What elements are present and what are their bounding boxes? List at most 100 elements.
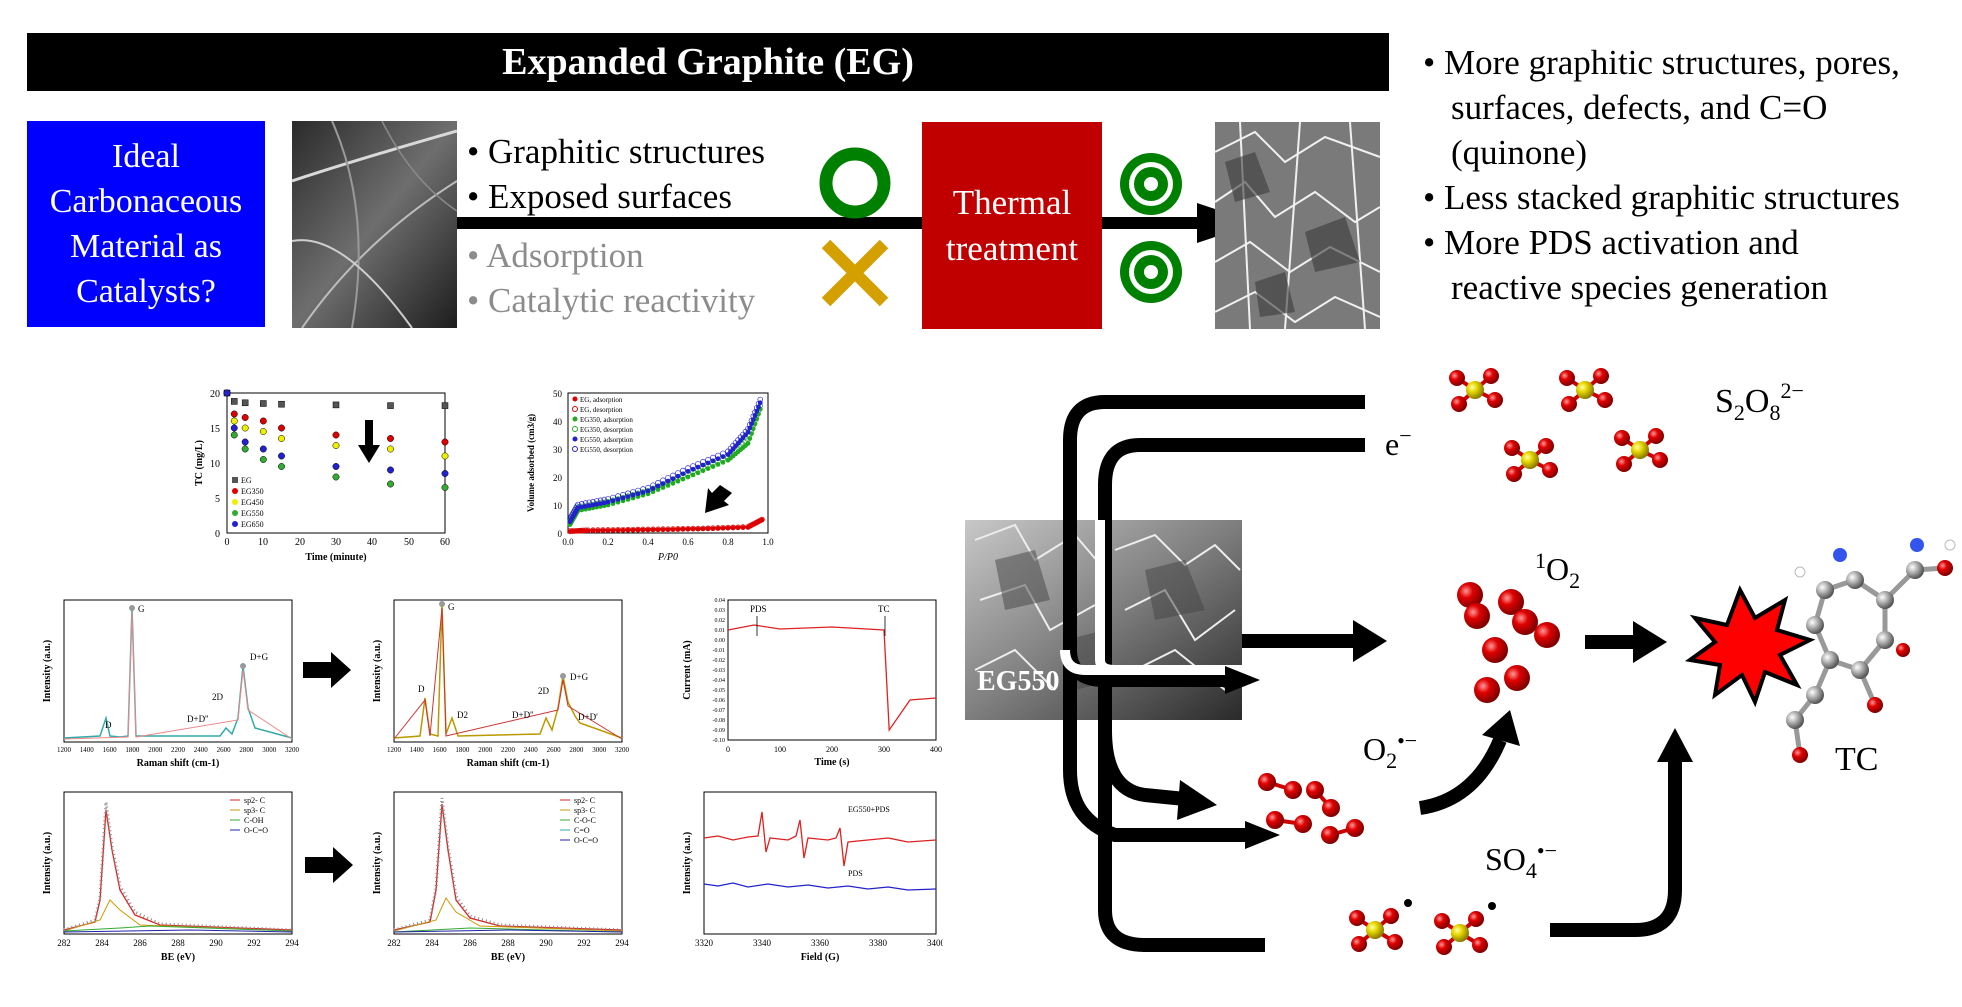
singlet-oxygen-label: 1O2	[1535, 548, 1580, 593]
current-time-chart: PDS TC 0.040.030.020.010.00-0.01-0.02-0.…	[682, 598, 942, 768]
tick-label: 0.4	[642, 537, 654, 547]
data-point	[241, 414, 249, 421]
data-point	[710, 526, 716, 532]
superoxide-molecules	[1258, 773, 1364, 844]
tick-label: 20	[295, 537, 305, 548]
data-point	[630, 527, 636, 533]
question-box: Ideal Carbonaceous Material as Catalysts…	[27, 121, 265, 327]
data-point	[610, 494, 616, 501]
data-point	[387, 445, 394, 453]
tick-label: 0.2	[602, 537, 613, 547]
tick-label: 20	[210, 389, 220, 400]
tick-label: 0	[215, 529, 220, 540]
persulfate-molecules	[1449, 368, 1668, 482]
tick-label: 2400	[524, 746, 539, 754]
y-axis-label: Intensity (a.u.)	[42, 640, 53, 703]
legend-label: EG350	[241, 487, 264, 496]
double-circle-good-icon	[1120, 241, 1182, 303]
tick-label: -0.01	[713, 648, 726, 654]
data-point	[655, 479, 661, 486]
tick-label: -0.09	[713, 728, 726, 734]
data-point	[590, 498, 596, 505]
data-point	[241, 399, 249, 407]
tick-label: 2000	[148, 746, 163, 754]
persulfate-label: S2O82−	[1715, 378, 1804, 425]
legend-label: O-C=O	[574, 836, 598, 845]
circle-good-icon	[819, 147, 891, 219]
tick-label: 286	[133, 938, 147, 948]
legend-label: sp3- C	[574, 806, 595, 815]
data-point	[278, 400, 285, 408]
x-axis-label: Time (s)	[814, 757, 849, 768]
y-axis-label: Intensity (a.u.)	[42, 832, 53, 895]
data-point	[640, 486, 646, 492]
data-point	[578, 500, 585, 507]
data-point	[387, 435, 394, 442]
legend-label: sp2- C	[244, 796, 265, 805]
legend-label: EG	[241, 476, 252, 485]
data-point	[670, 472, 676, 479]
tick-label: 0	[726, 745, 730, 754]
arrow-right-icon	[303, 652, 351, 688]
data-point	[670, 527, 676, 532]
series-label: PDS	[848, 869, 863, 878]
peak-label: D+D''	[187, 714, 209, 724]
tick-label: -0.04	[713, 678, 726, 684]
data-point	[757, 396, 764, 403]
tc-removal-chart: 20 15 10 5 0 0 10 20 30 40 50 60 Time (m…	[194, 389, 450, 563]
data-point	[241, 424, 249, 432]
data-point	[230, 431, 238, 439]
cross-bad-icon	[821, 239, 889, 307]
data-point	[278, 424, 285, 432]
data-point	[605, 496, 611, 502]
tick-label: 20	[553, 473, 563, 483]
tick-label: 2400	[194, 746, 209, 754]
bet-isotherm-chart: 50 40 30 20 10 0 0.0 0.2 0.4 0.6 0.8 1.0…	[526, 389, 774, 563]
tick-label: 282	[57, 938, 71, 948]
data-point	[705, 526, 711, 532]
tick-label: 1200	[57, 746, 72, 754]
property-item: • Graphitic structures	[467, 132, 765, 171]
tick-label: 2800	[239, 746, 254, 754]
result-item: (quinone)	[1451, 133, 1588, 172]
tc-molecule	[1786, 538, 1956, 763]
data-point	[625, 490, 631, 496]
data-point	[705, 456, 711, 463]
x-axis-label: Raman shift (cm-1)	[137, 758, 220, 769]
legend-label: C-OH	[244, 816, 264, 825]
tick-label: 10	[210, 459, 220, 470]
data-point	[710, 454, 716, 461]
tick-label: 284	[95, 938, 109, 948]
data-point	[640, 527, 646, 533]
data-point	[260, 400, 267, 407]
tick-label: -0.07	[713, 708, 726, 714]
legend-label: C-O-C	[574, 816, 596, 825]
data-point	[675, 527, 681, 532]
data-point	[680, 526, 686, 532]
data-point	[740, 525, 746, 530]
tick-label: 294	[615, 938, 629, 948]
tick-label: 1400	[80, 746, 95, 754]
result-item: • Less stacked graphitic structures	[1423, 178, 1900, 217]
data-point	[585, 528, 591, 534]
tick-label: 288	[501, 938, 515, 948]
legend-label: sp2- C	[574, 796, 595, 805]
legend-label: EG, adsorption	[580, 396, 623, 404]
question-line: Carbonaceous	[49, 183, 243, 220]
tick-label: 0.03	[715, 608, 726, 614]
tick-label: 0.0	[562, 537, 574, 547]
tick-label: -0.10	[713, 738, 726, 744]
data-point	[695, 461, 701, 467]
data-point	[700, 458, 706, 465]
tick-label: 10	[553, 501, 563, 511]
y-axis-label: Intensity (a.u.)	[372, 640, 383, 703]
superoxide-label: O2•−	[1363, 728, 1417, 773]
tick-label: 1800	[125, 746, 139, 754]
data-point	[441, 470, 449, 477]
data-point	[259, 456, 267, 463]
properties-bad: • Adsorption • Catalytic reactivity	[467, 233, 755, 323]
data-point	[241, 445, 249, 453]
tick-label: 2200	[171, 746, 186, 754]
tick-label: 10	[258, 537, 268, 548]
data-point	[575, 501, 581, 508]
